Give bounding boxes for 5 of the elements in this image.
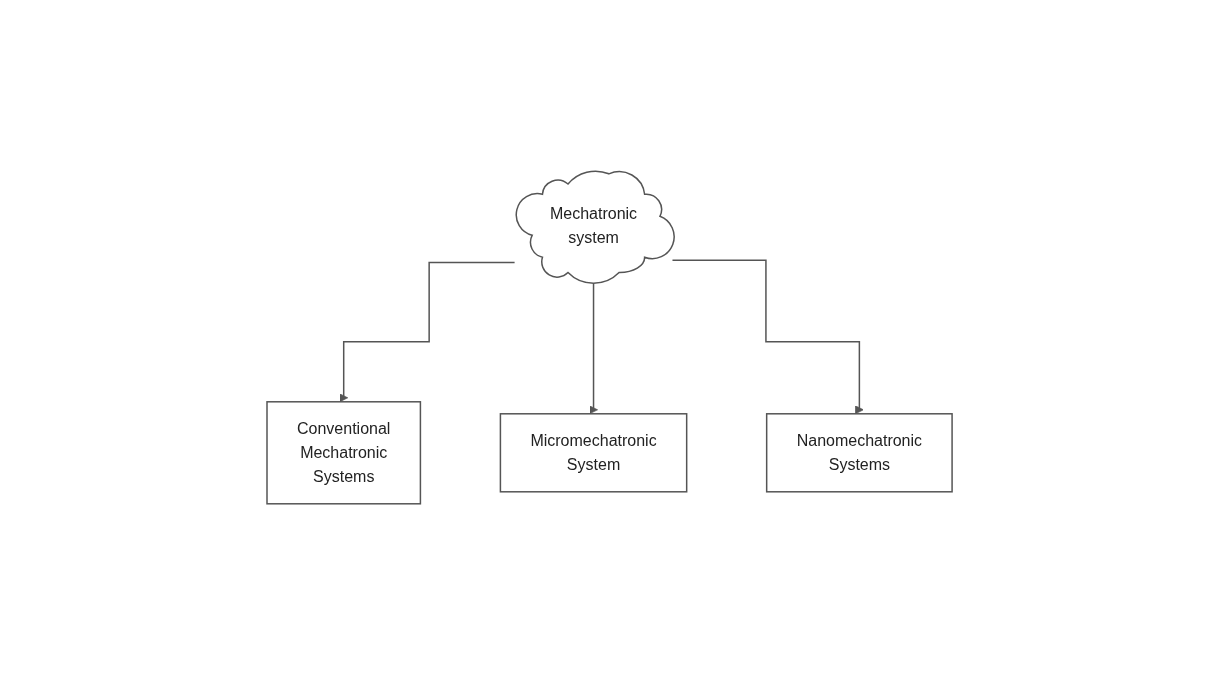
node-box: Micromechatronic System [500,413,688,493]
node-box: Nanomechatronic Systems [766,413,954,493]
arrow [339,261,516,403]
arrow [672,259,865,415]
node-box: Conventional Mechatronic Systems [266,401,422,505]
